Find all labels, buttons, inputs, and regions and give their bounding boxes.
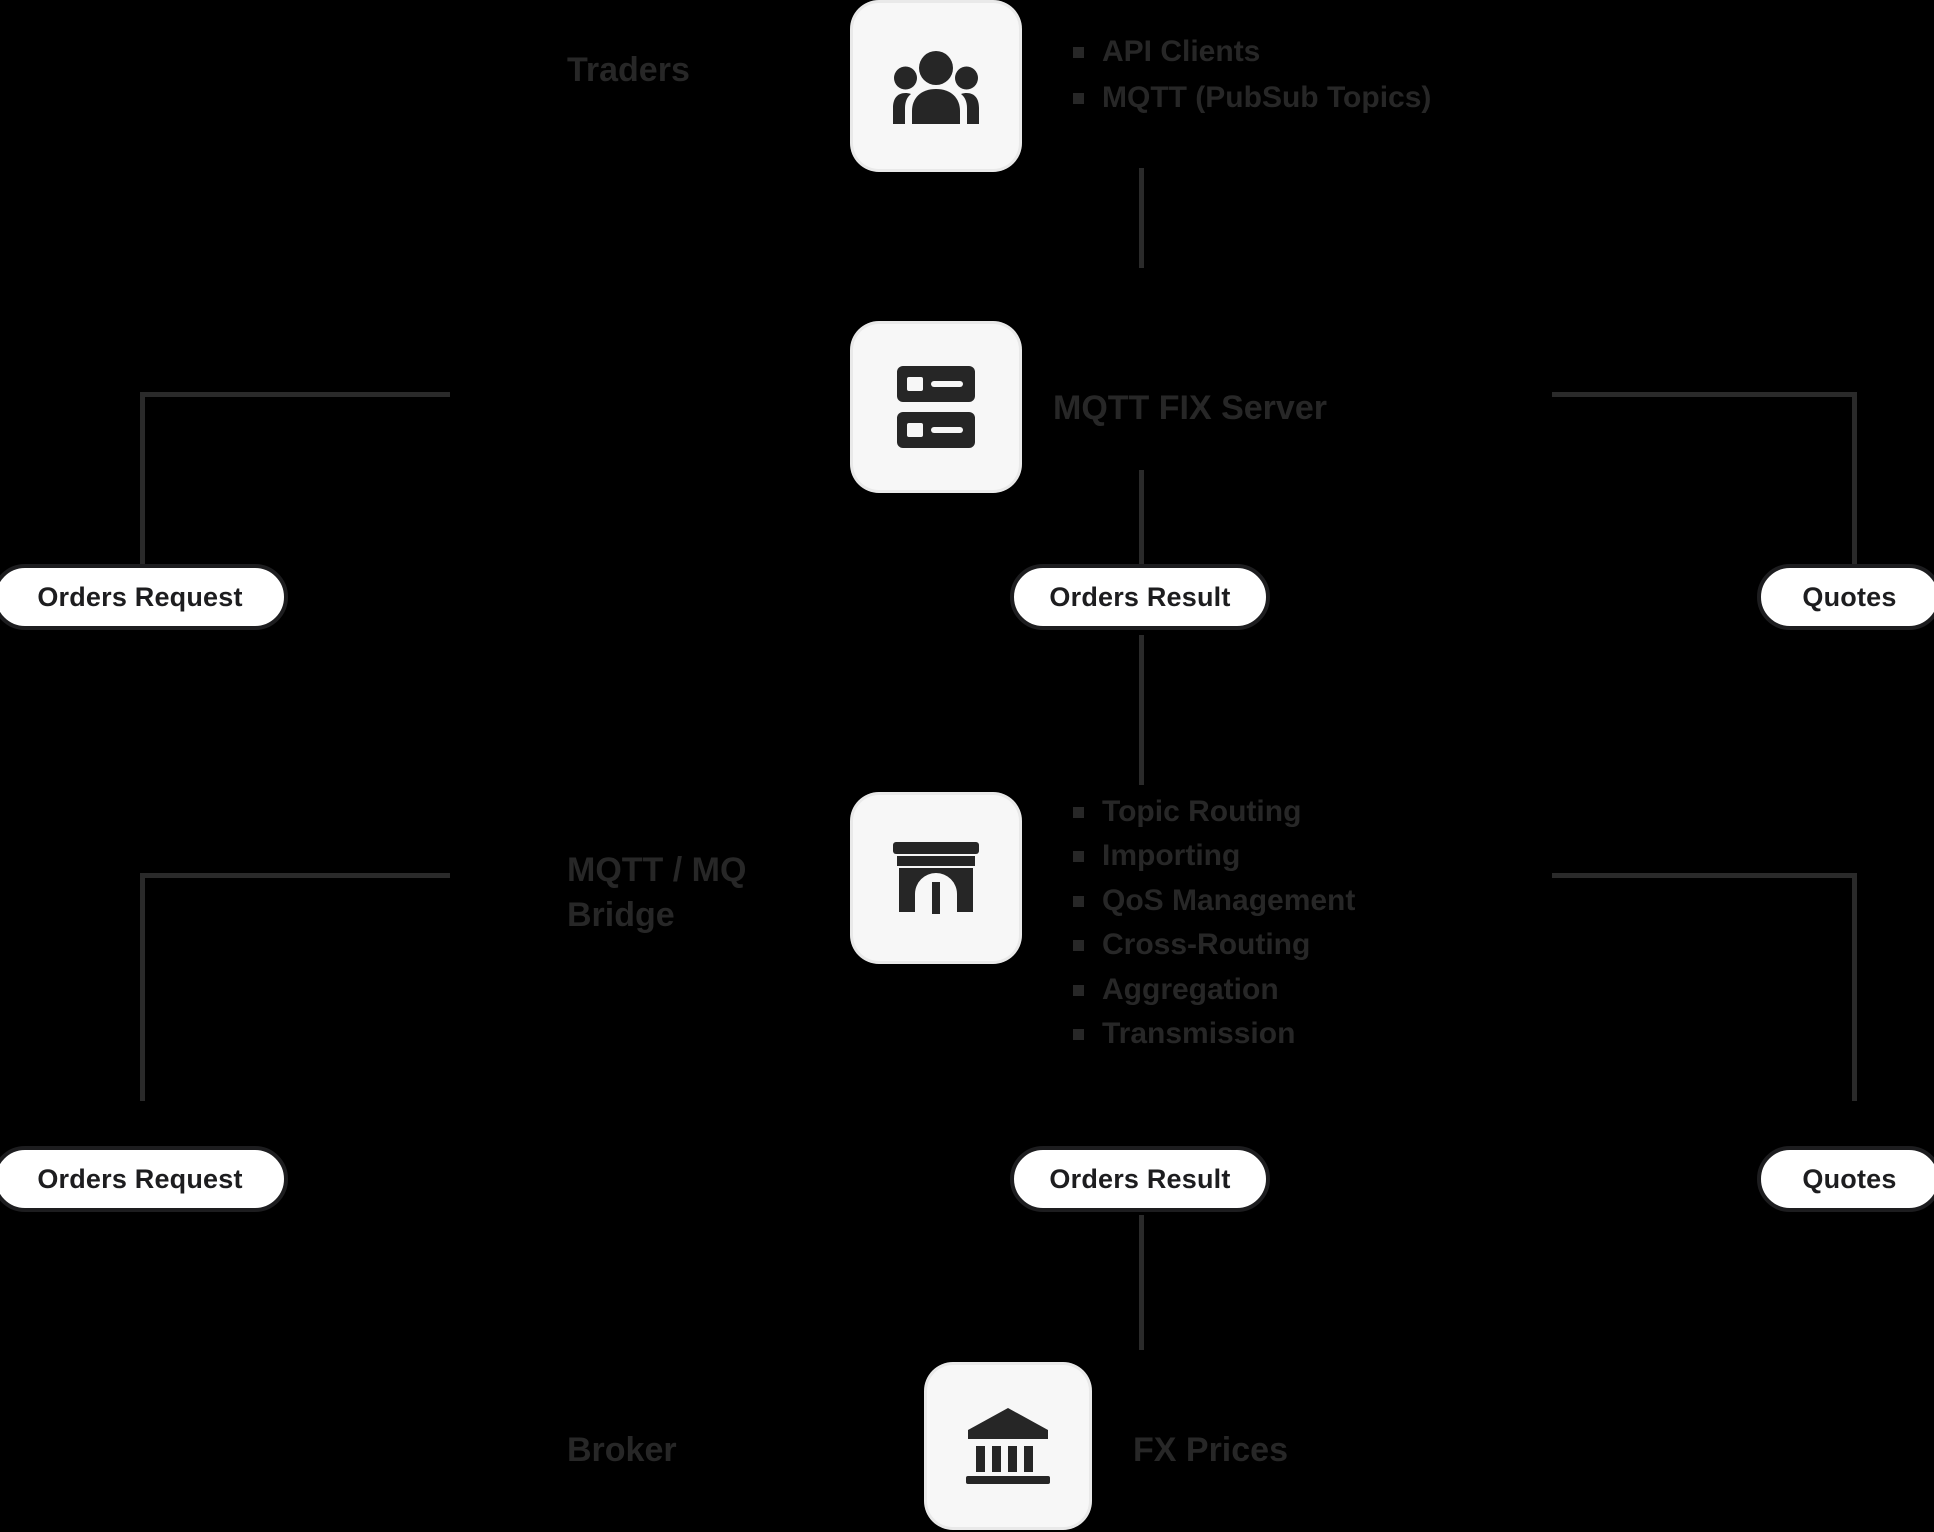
bullet-dot-icon (1073, 851, 1084, 863)
bridge-bullet-label: Topic Routing (1102, 795, 1302, 828)
connector-orders-result-to-bridge (1139, 635, 1144, 785)
bridge-bullet-item: Aggregation (1073, 971, 1355, 1009)
traders-bullet-label: API Clients (1102, 35, 1261, 68)
pill-orders-result-bottom[interactable]: Orders Result (1010, 1146, 1270, 1212)
connector-bridge-left-horizontal (140, 873, 450, 878)
bridge-bullet-item: Topic Routing (1073, 793, 1355, 831)
connector-server-left-vertical (140, 392, 145, 567)
bridge-bullet-label: QoS Management (1102, 883, 1356, 917)
connector-bridge-right-horizontal (1552, 873, 1857, 878)
bridge-bullet-item: Transmission (1073, 1015, 1355, 1053)
pill-label: Quotes (1802, 1163, 1897, 1194)
bridge-bullet-label: Transmission (1102, 1016, 1296, 1050)
connector-server-to-orders-result (1139, 470, 1144, 565)
traders-bullet-item: API Clients (1073, 33, 1431, 71)
connector-traders-to-server (1139, 168, 1144, 268)
pill-label: Orders Result (1049, 581, 1231, 612)
traders-icon-tile[interactable] (853, 3, 1019, 169)
server-label: MQTT FIX Server (1053, 389, 1327, 427)
pill-label: Orders Request (37, 1163, 243, 1194)
broker-label: Broker (567, 1431, 677, 1469)
broker-icon-tile[interactable] (927, 1365, 1089, 1527)
people-group-icon (893, 48, 979, 124)
bank-icon (966, 1408, 1050, 1484)
connector-orders-result-to-broker (1139, 1215, 1144, 1350)
bridge-label: MQTT / MQ Bridge (567, 851, 747, 934)
bridge-bullet-item: QoS Management (1073, 882, 1355, 920)
connector-server-left-horizontal (140, 392, 450, 397)
pill-quotes-bottom[interactable]: Quotes (1757, 1146, 1934, 1212)
bullet-dot-icon (1073, 1028, 1084, 1040)
broker-sublabel: FX Prices (1133, 1431, 1288, 1469)
bullet-dot-icon (1073, 984, 1084, 996)
bridge-icon (893, 842, 979, 914)
traders-bullet-list: API Clients MQTT (PubSub Topics) (1073, 33, 1431, 126)
bridge-bullet-item: Importing (1073, 837, 1355, 875)
connector-server-right-horizontal (1552, 392, 1857, 397)
traders-bullet-item: MQTT (PubSub Topics) (1073, 79, 1431, 117)
pill-orders-request-top[interactable]: Orders Request (0, 564, 288, 630)
connector-server-right-vertical (1852, 392, 1857, 567)
traders-bullet-label: MQTT (PubSub Topics) (1102, 81, 1432, 115)
bridge-bullet-label: Aggregation (1102, 972, 1279, 1006)
server-icon-tile[interactable] (853, 324, 1019, 490)
pill-label: Orders Result (1049, 1163, 1231, 1194)
bullet-dot-icon (1073, 895, 1084, 907)
pill-quotes-top[interactable]: Quotes (1757, 564, 1934, 630)
pill-label: Quotes (1802, 581, 1897, 612)
bullet-dot-icon (1073, 940, 1084, 952)
bridge-bullet-list: Topic Routing Importing QoS Management C… (1073, 793, 1355, 1059)
bridge-bullet-label: Cross-Routing (1102, 928, 1311, 962)
bridge-bullet-item: Cross-Routing (1073, 926, 1355, 964)
pill-label: Orders Request (37, 581, 243, 612)
connector-bridge-left-vertical (140, 873, 145, 1101)
bullet-dot-icon (1073, 93, 1084, 105)
pill-orders-request-bottom[interactable]: Orders Request (0, 1146, 288, 1212)
bullet-dot-icon (1073, 807, 1084, 818)
bridge-icon-tile[interactable] (853, 795, 1019, 961)
traders-label: Traders (567, 51, 690, 89)
server-rack-icon (897, 364, 975, 450)
bridge-bullet-label: Importing (1102, 839, 1241, 873)
pill-orders-result-top[interactable]: Orders Result (1010, 564, 1270, 630)
bullet-dot-icon (1073, 47, 1084, 58)
connector-bridge-right-vertical (1852, 873, 1857, 1101)
